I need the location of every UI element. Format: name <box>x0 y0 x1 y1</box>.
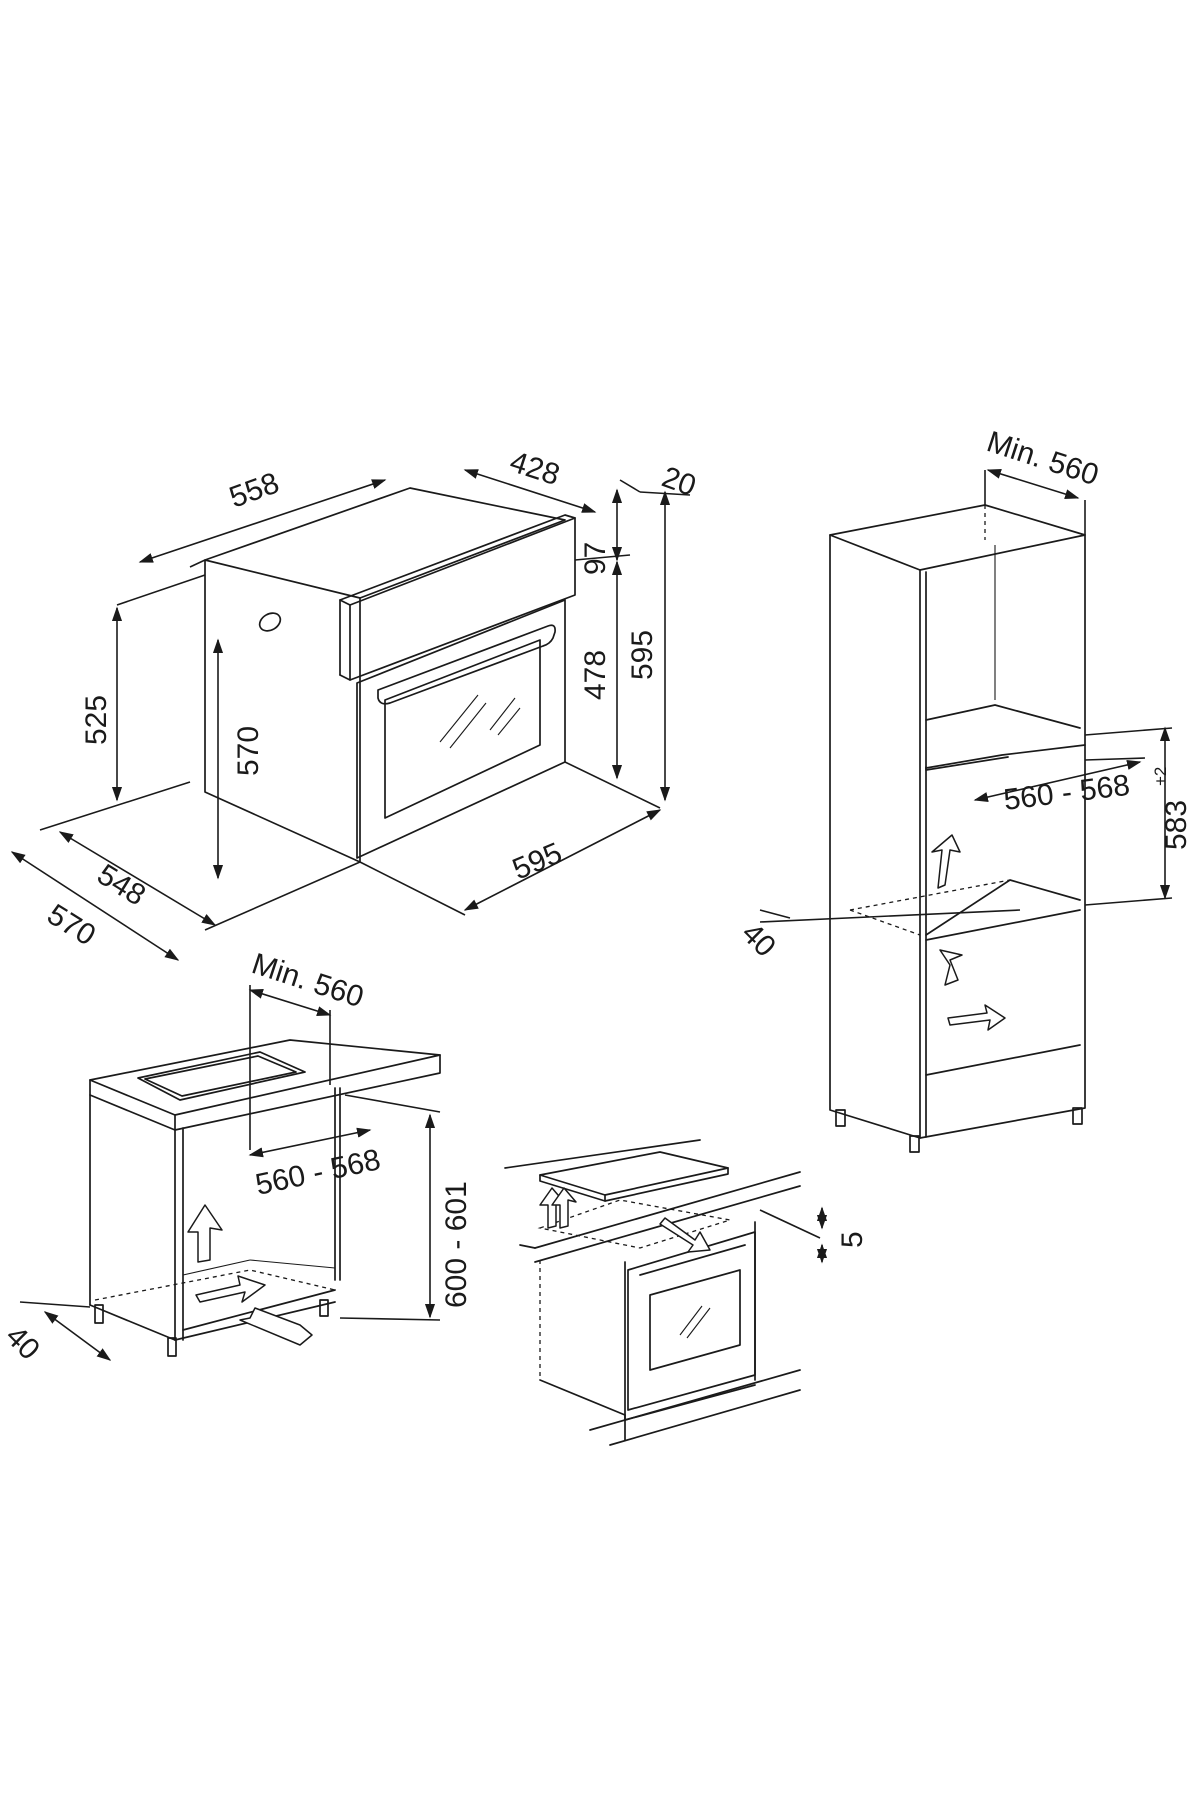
dim-478-label: 478 <box>579 650 612 700</box>
tall-cabinet-drawing: Min. 560 560 - 568 583 +2 40 <box>735 425 1193 1153</box>
base-niche-width-label: 560 - 568 <box>253 1143 384 1202</box>
dim-558-label: 558 <box>225 466 283 514</box>
dim-525-label: 525 <box>80 695 113 745</box>
tall-niche-height-label: 583 <box>1160 800 1193 850</box>
dim-595-height-label: 595 <box>626 630 659 680</box>
tall-niche-height-tolerance-label: +2 <box>1151 767 1170 786</box>
base-cabinet-drawing: Min. 560 560 - 568 600 - 601 40 <box>0 947 473 1366</box>
tall-rear-gap-label: 40 <box>735 917 782 964</box>
under-hob-drawing: 5 <box>504 1139 869 1446</box>
dim-20-label: 20 <box>658 461 701 503</box>
base-rear-gap-label: 40 <box>0 1320 46 1367</box>
base-min-560-label: Min. 560 <box>248 947 368 1014</box>
tall-niche-width-label: 560 - 568 <box>1002 769 1132 817</box>
tall-min-560-label: Min. 560 <box>983 425 1103 492</box>
dim-97-label: 97 <box>579 542 612 575</box>
dim-548-label: 548 <box>91 858 151 913</box>
oven-drawing: 558 428 20 97 478 595 525 570 595 548 57… <box>10 445 701 961</box>
under-hob-gap-label: 5 <box>836 1231 869 1248</box>
base-niche-height-label: 600 - 601 <box>440 1181 473 1308</box>
dim-428-label: 428 <box>506 445 564 492</box>
dim-570-inner-label: 570 <box>232 726 265 776</box>
dim-570-depth-label: 570 <box>41 898 101 953</box>
dim-595-width-label: 595 <box>508 837 567 887</box>
